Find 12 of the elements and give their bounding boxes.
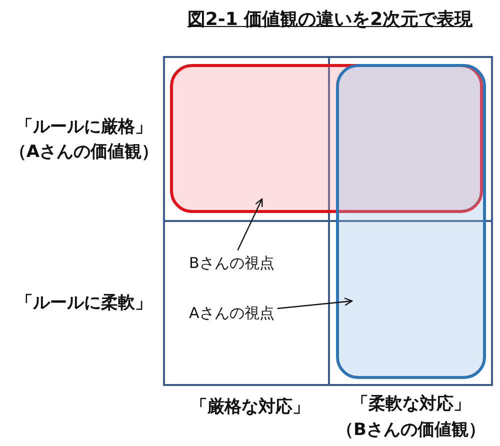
highlight-region <box>336 64 486 379</box>
axis-label: （Bさんの価値観） <box>336 419 486 441</box>
viewpoint-label: Aさんの視点 <box>189 303 274 323</box>
leader-arrow <box>277 298 353 310</box>
axis-label: 「柔軟な対応」 <box>350 393 472 415</box>
axis-label: 「ルールに柔軟」 <box>15 292 153 314</box>
diagram-title: 図2-1 価値観の違いを2次元で表現 <box>186 9 474 31</box>
axis-label: （Aさんの価値観） <box>8 141 160 163</box>
viewpoint-label: Bさんの視点 <box>189 253 274 273</box>
axis-label: 「厳格な対応」 <box>190 396 310 418</box>
axis-label: 「ルールに厳格」 <box>15 116 153 138</box>
leader-arrow <box>237 198 263 251</box>
